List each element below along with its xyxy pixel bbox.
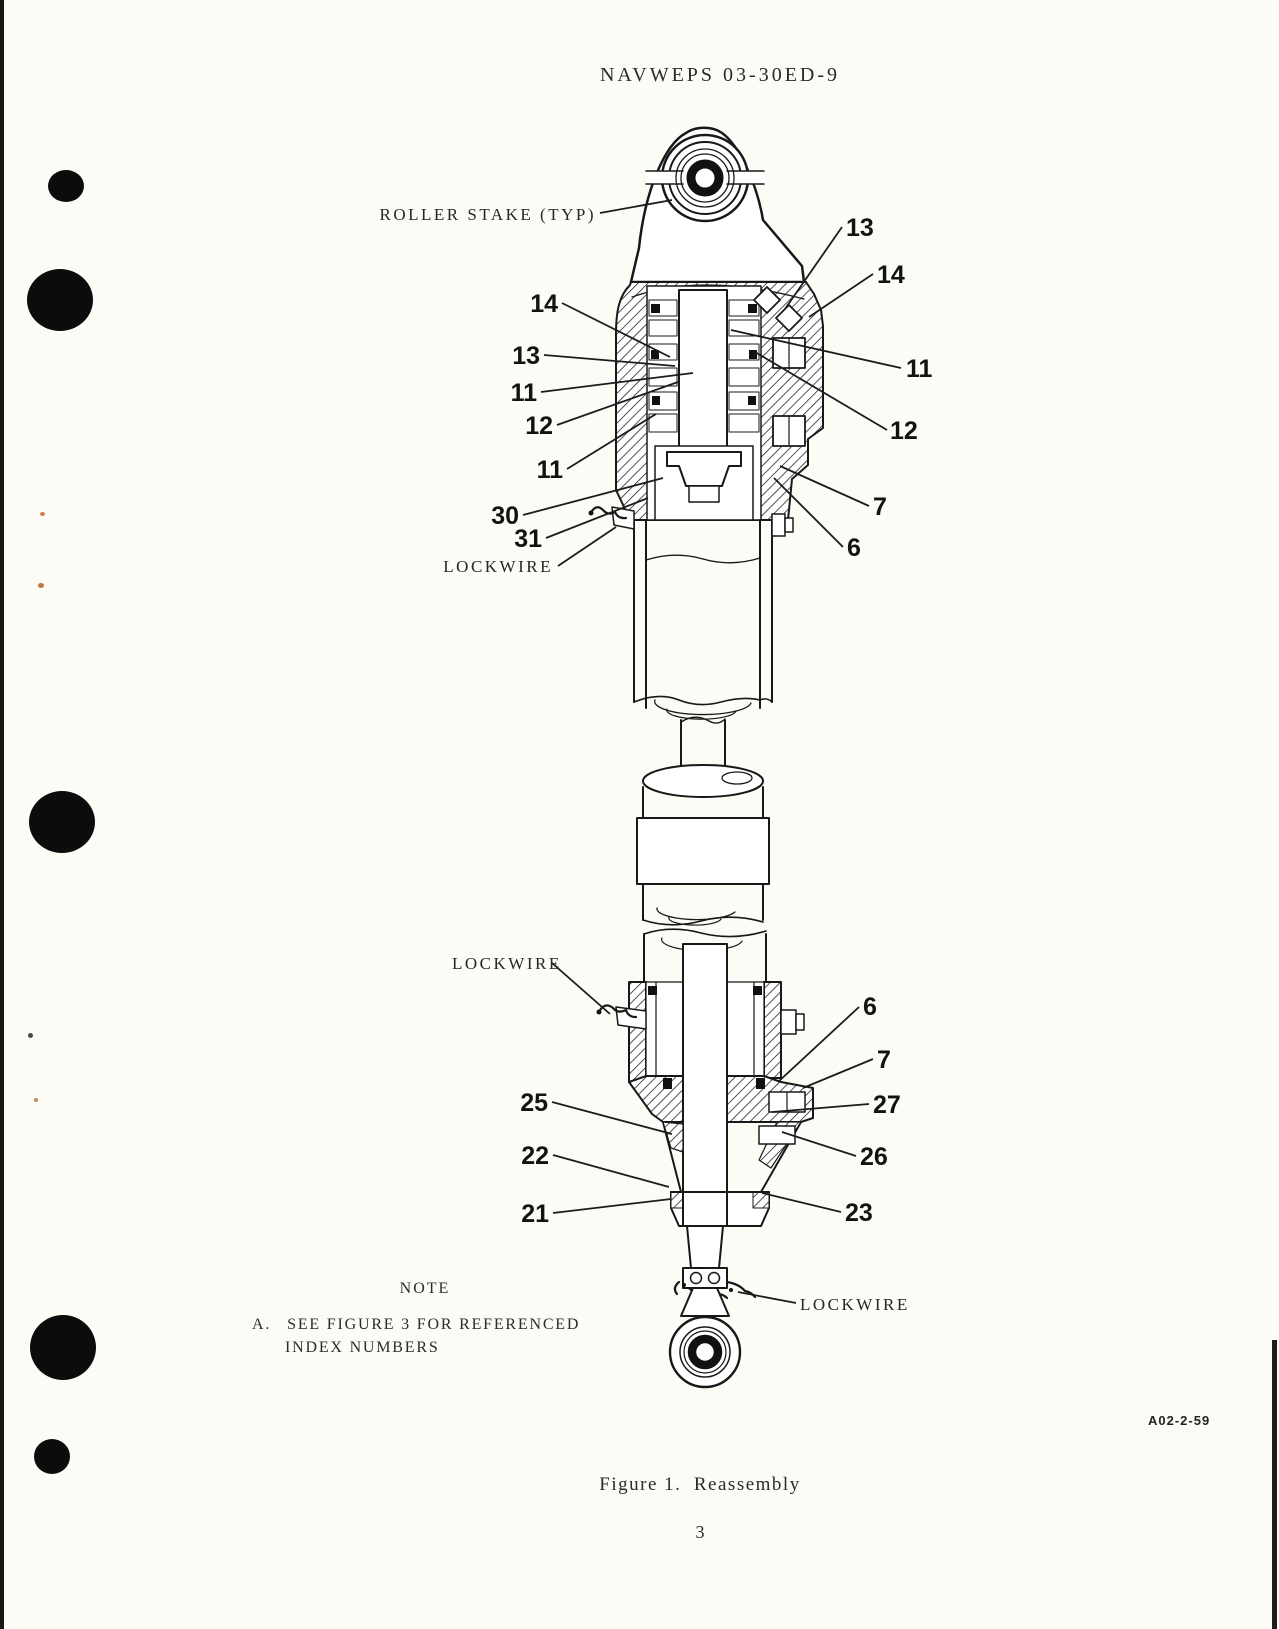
eye-bushing (687, 1334, 723, 1370)
callout-left-11a: 11 (511, 379, 538, 407)
roller-stake-slots (645, 170, 765, 185)
page-left-edge (0, 0, 4, 1629)
piston-rod-lower (682, 943, 728, 1227)
callout-left-30: 30 (491, 502, 519, 530)
drawing-code: A02-2-59 (1148, 1413, 1211, 1428)
paper-speck (40, 512, 45, 516)
callout-left-11b: 11 (537, 456, 564, 484)
binder-hole (48, 170, 84, 202)
callout-left-12: 12 (525, 412, 553, 440)
callout-right-13: 13 (846, 214, 874, 242)
upper-cylinder (588, 506, 794, 720)
page-number: 3 (695, 1522, 705, 1542)
callout-lower-21: 21 (521, 1200, 549, 1228)
callout-lower-26: 26 (860, 1143, 888, 1171)
text-annotations: ROLLER STAKE (TYP) LOCKWIRE LOCKWIRE LOC… (380, 205, 910, 1314)
callout-right-7: 7 (873, 493, 887, 521)
rod-shank (686, 1225, 724, 1269)
paper-speck (28, 1033, 33, 1038)
callout-left-14: 14 (530, 290, 558, 318)
callout-right-11: 11 (906, 355, 933, 383)
page-header: NAVWEPS 03-30ED-9 (599, 64, 841, 86)
callout-lower-23: 23 (845, 1199, 873, 1227)
lockwire-mid (598, 1004, 638, 1019)
piston-rod-upper (678, 289, 728, 449)
rod-end-neck (680, 1287, 730, 1317)
binder-hole (30, 1315, 96, 1380)
note-item: A. SEE FIGURE 3 FOR REFERENCED (252, 1316, 580, 1334)
callout-lower-27: 27 (873, 1091, 901, 1119)
callout-numbers: 14 13 11 12 11 30 31 13 14 11 12 7 6 6 7… (491, 214, 932, 1228)
figure-caption: Figure 1. Reassembly (599, 1474, 801, 1495)
binder-hole (34, 1439, 70, 1474)
bearing-bore (686, 159, 724, 197)
rod-end-nut (682, 1267, 728, 1289)
binder-hole (27, 269, 93, 331)
note-item-text-2: INDEX NUMBERS (285, 1339, 440, 1356)
lockwire-label-bottom: LOCKWIRE (800, 1295, 910, 1314)
upper-clevis-lug (629, 126, 806, 284)
page-right-edge (1272, 1340, 1277, 1629)
callout-lower-7: 7 (877, 1046, 891, 1074)
middle-coupling (636, 716, 770, 926)
lower-gland-assembly (596, 928, 814, 1389)
note-item-text: SEE FIGURE 3 FOR REFERENCED (287, 1316, 581, 1333)
note-title: NOTE (399, 1280, 451, 1297)
callout-left-31: 31 (514, 525, 542, 553)
valve-poppet (666, 451, 742, 487)
callout-right-14: 14 (877, 261, 905, 289)
lockwire-label-mid: LOCKWIRE (452, 954, 562, 973)
note-item-label: A. (252, 1316, 272, 1333)
callout-right-12: 12 (890, 417, 918, 445)
paper-speck (38, 583, 44, 588)
binder-hole (29, 791, 95, 853)
callout-lower-25: 25 (520, 1089, 548, 1117)
upper-gland-housing (615, 281, 824, 521)
lockwire-label-upper: LOCKWIRE (443, 557, 553, 576)
lockwire-tab-mid (615, 1006, 647, 1030)
callout-left-13: 13 (512, 342, 540, 370)
callout-lower-22: 22 (521, 1142, 549, 1170)
paper-speck (34, 1098, 38, 1102)
callout-right-6: 6 (847, 534, 861, 562)
callout-lower-6: 6 (863, 993, 877, 1021)
leader-lines (522, 199, 902, 1304)
roller-stake-label: ROLLER STAKE (TYP) (380, 205, 596, 224)
